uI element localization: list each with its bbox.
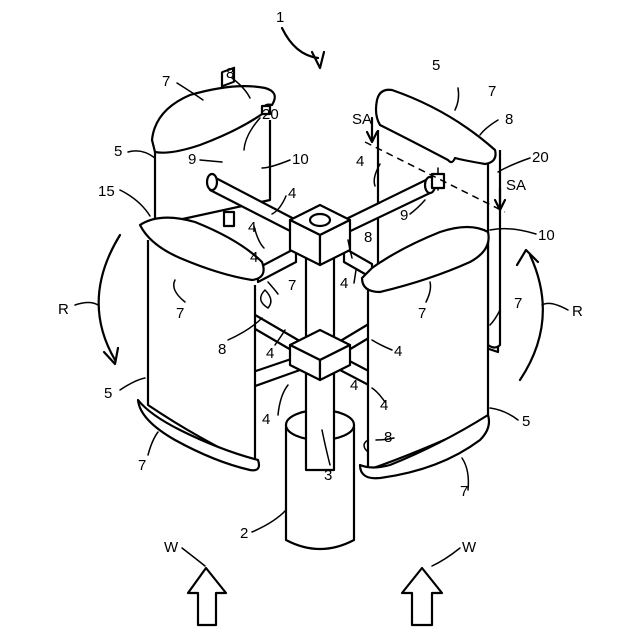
device-arrow xyxy=(282,28,324,68)
label-w: W xyxy=(164,539,179,556)
label-5: 5 xyxy=(104,385,112,402)
label-7: 7 xyxy=(488,83,496,100)
label-4: 4 xyxy=(350,377,358,394)
label-7: 7 xyxy=(514,295,522,312)
label-4: 4 xyxy=(262,411,270,428)
label-20: 20 xyxy=(262,106,279,123)
label-sa: SA xyxy=(352,111,372,128)
latch-back-left xyxy=(224,212,234,226)
label-4: 4 xyxy=(250,249,258,266)
label-7: 7 xyxy=(418,305,426,322)
label-5: 5 xyxy=(522,413,530,430)
label-9: 9 xyxy=(400,207,408,224)
label-5: 5 xyxy=(114,143,122,160)
wind-arrow-left xyxy=(188,568,226,625)
label-4: 4 xyxy=(340,275,348,292)
label-15: 15 xyxy=(98,183,115,200)
label-8: 8 xyxy=(505,111,513,128)
label-7: 7 xyxy=(162,73,170,90)
label-7: 7 xyxy=(138,457,146,474)
label-sa: SA xyxy=(506,177,526,194)
label-5: 5 xyxy=(432,57,440,74)
label-8: 8 xyxy=(218,341,226,358)
label-4: 4 xyxy=(248,219,256,236)
label-20: 20 xyxy=(532,149,549,166)
label-r: R xyxy=(58,301,69,318)
rotation-arrow-left xyxy=(99,235,120,364)
label-7: 7 xyxy=(460,483,468,500)
label-8: 8 xyxy=(364,229,372,246)
label-4: 4 xyxy=(288,185,296,202)
label-4: 4 xyxy=(356,153,364,170)
label-9: 9 xyxy=(188,151,196,168)
hub-lower xyxy=(290,330,350,380)
hub-upper xyxy=(290,205,350,265)
label-2: 2 xyxy=(240,525,248,542)
label-4: 4 xyxy=(394,343,402,360)
label-8: 8 xyxy=(384,429,392,446)
rotation-arrow-right xyxy=(517,250,543,380)
label-7: 7 xyxy=(288,277,296,294)
label-4: 4 xyxy=(380,397,388,414)
label-10: 10 xyxy=(538,227,555,244)
label-3: 3 xyxy=(324,467,332,484)
label-8: 8 xyxy=(226,65,234,82)
label-r: R xyxy=(572,303,583,320)
label-10: 10 xyxy=(292,151,309,168)
label-7: 7 xyxy=(176,305,184,322)
label-4: 4 xyxy=(266,345,274,362)
wind-arrow-right xyxy=(402,568,442,625)
label-1: 1 xyxy=(276,9,284,26)
label-w: W xyxy=(462,539,477,556)
